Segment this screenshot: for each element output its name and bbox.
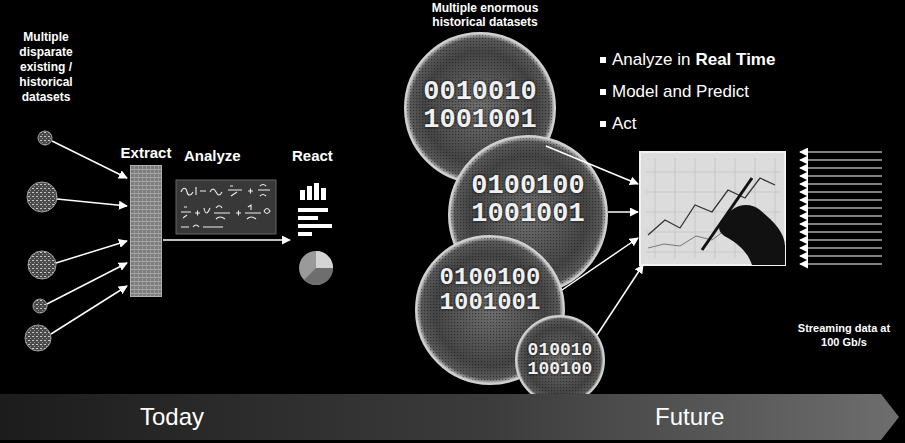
binary-text-box: 0100100 1001001 [464,172,592,229]
label-box: Multiple enormous historical datasets [410,2,560,30]
merge-arrows [562,238,638,290]
binary-digits: 0100100 1001001 [430,265,550,315]
report-icons [298,232,312,236]
report-icons [298,224,332,228]
merge-arrows [608,211,638,213]
dataset-arrows [163,239,290,241]
streaming-arrows [800,175,882,176]
dataset-arrows [52,141,127,178]
streaming-arrows [800,159,882,160]
formula-board [176,180,276,234]
label-box: Real Time [695,50,775,70]
binary-digits: 0010010 1001001 [419,78,541,135]
dataset-circle: 010010 100100 [515,315,605,405]
label-box: Analyze [184,147,241,164]
caption-label: Multiple enormous historical datasets [410,2,560,30]
extract-bar: Extract [118,144,175,297]
streaming-arrows [800,183,882,184]
report-icons [299,251,333,285]
streaming-arrows [800,263,882,264]
dataset-arrows [57,199,127,206]
dataset-circle-fill [516,316,604,404]
streaming-arrows [800,191,882,192]
dataset-arrows [56,241,127,263]
merge-arrows [597,265,643,335]
extract-bar-shape [130,165,162,297]
stage-label: Analyze [184,147,241,164]
label-box: Model and Predict [612,82,749,102]
chart-photo [640,152,785,265]
timeline-text-box: Today [140,403,204,431]
report-icons [314,183,319,200]
label-box: Act [612,114,637,134]
bullet-marker [600,57,606,127]
chart-photo [640,152,785,265]
timeline-text-box: Future [655,403,724,431]
report-icons [298,183,333,285]
timeline-label: Future [655,403,724,431]
report-icons [316,251,333,268]
streaming-arrows [800,223,882,224]
dataset-arrows [51,286,127,334]
stage-heading: Extract [118,144,175,161]
binary-text-box: 010010 100100 [524,341,596,379]
small-datasets [25,131,57,351]
bullet-text: Act [612,114,637,134]
label-box: React [292,147,333,164]
report-icons [300,190,305,200]
merge-arrows [546,146,638,184]
bullet-marker [600,121,606,127]
dataset-arrows [47,263,127,304]
streaming-arrows [800,167,882,168]
label-box: Streaming data at 100 Gb/s [790,322,898,350]
label-box: Analyze in [612,50,690,70]
formula-board [176,180,276,234]
streaming-arrows [800,199,882,200]
extract-bar-fill [131,166,162,297]
stage-label: React [292,147,333,164]
binary-text-box: 0010010 1001001 [419,78,541,135]
streaming-arrows [800,207,882,208]
small-datasets [25,325,51,351]
small-datasets [38,131,52,145]
timeline-label: Today [140,403,204,431]
bullet-text: Analyze in [612,50,690,70]
streaming-arrows [800,215,882,216]
timeline-band-shape [0,394,905,440]
streaming-arrows [800,255,882,256]
bullet-marker [600,57,606,63]
streaming-arrows [800,151,882,152]
streaming-arrows [800,152,882,264]
small-datasets [28,251,56,279]
streaming-arrows [800,247,882,248]
small-datasets [33,299,47,313]
binary-digits: 0100100 1001001 [464,172,592,229]
streaming-arrows [800,239,882,240]
label-box: Multiple disparate existing / historical… [4,30,88,105]
merge-arrows [546,146,643,335]
timeline-band: Today Future [0,394,905,440]
small-datasets [27,182,57,212]
report-icons [304,268,333,285]
bullet-text: Model and Predict [612,82,749,102]
caption-label: Multiple disparate existing / historical… [4,30,88,105]
chart-photo [719,205,785,265]
timeline-band-fill [0,394,899,440]
report-icons [298,216,318,220]
report-icons [321,188,326,200]
formula-board [181,185,270,228]
report-icons [307,186,312,200]
dataset-arrows [47,141,290,334]
stream-caption: Streaming data at 100 Gb/s [790,322,898,350]
report-icons [298,208,328,212]
dataset-circle-texture [518,318,602,402]
streaming-arrows [800,231,882,232]
bullet-marker [600,89,606,95]
bullet-text: Real Time [695,50,775,70]
binary-text-box: 0100100 1001001 [430,265,550,315]
binary-digits: 010010 100100 [524,341,596,379]
